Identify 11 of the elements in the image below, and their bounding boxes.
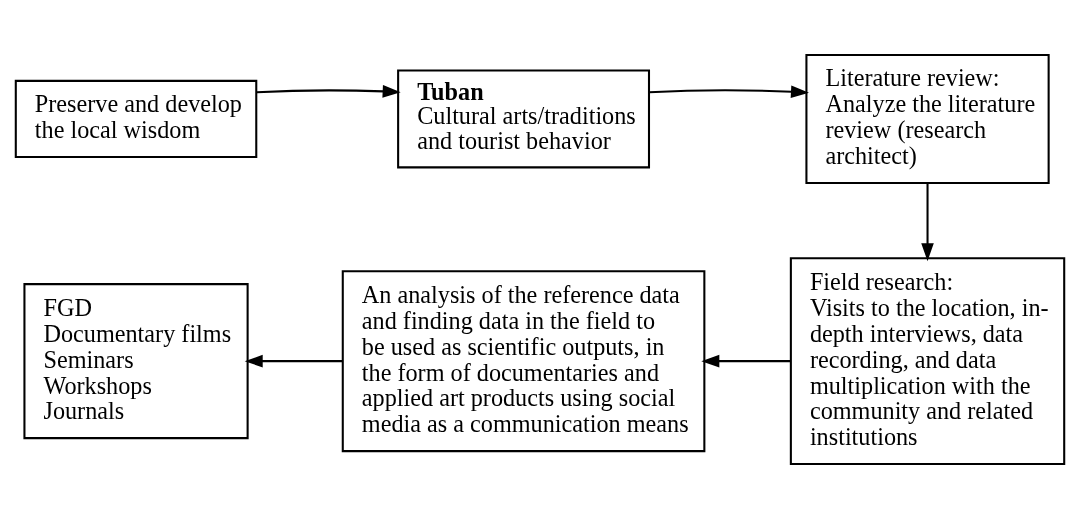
arrow — [256, 85, 401, 98]
node-box: An analysis of the reference data and finding data in the field to be used as scientific outputs, in the form of documentaries and applied art products using social media as a communication means — [341, 270, 706, 453]
arrow — [921, 183, 934, 262]
arrow — [649, 85, 809, 99]
node-box: Literature review: Analyze the literature review (research architect) — [805, 53, 1050, 184]
arrow — [701, 354, 791, 368]
node-box: Tuban Cultural arts/traditions and tourist behavior — [397, 69, 651, 169]
node-box: Field research: Visits to the location, in-depth interviews, data recording, and data multiplication with the community and related institutions — [789, 257, 1066, 466]
arrow — [244, 354, 343, 368]
node-box: FGD Documentary films Seminars Workshops Journals — [23, 283, 249, 440]
node-box: Preserve and develop the local wisdom — [14, 79, 258, 159]
